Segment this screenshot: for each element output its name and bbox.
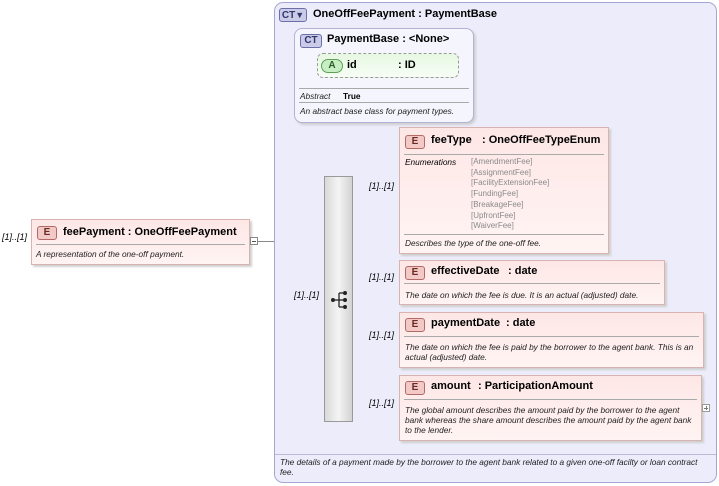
- element-badge-icon: E: [405, 135, 425, 149]
- base-type-box[interactable]: CT PaymentBase : <None> A id : ID Abstra…: [294, 28, 474, 123]
- paymentdate-type: : date: [506, 317, 536, 329]
- element-amount[interactable]: E amount : ParticipationAmount The globa…: [399, 375, 702, 441]
- base-type-documentation: An abstract base class for payment types…: [300, 106, 455, 116]
- paymentdate-cardinality: [1]..[1]: [369, 330, 395, 340]
- element-effectivedate[interactable]: E effectiveDate : date The date on which…: [399, 260, 665, 305]
- amount-cardinality: [1]..[1]: [369, 398, 395, 408]
- base-type-badge-icon: CT: [300, 34, 322, 48]
- root-element-title: feePayment : OneOffFeePayment: [63, 226, 237, 238]
- feetype-name: feeType: [431, 134, 472, 146]
- element-paymentdate[interactable]: E paymentDate : date The date on which t…: [399, 312, 704, 368]
- element-badge-icon: E: [405, 318, 425, 332]
- collapse-toggle[interactable]: [250, 237, 258, 245]
- amount-name: amount: [431, 380, 471, 392]
- enumeration-list: [AmendmentFee] [AssignmentFee] [Facility…: [471, 157, 549, 232]
- root-element-box[interactable]: E feePayment : OneOffFeePayment A repres…: [31, 219, 250, 265]
- paymentdate-name: paymentDate: [431, 317, 501, 329]
- root-element-documentation: A representation of the one-off payment.: [36, 249, 185, 259]
- paymentdate-documentation: The date on which the fee is paid by the…: [405, 342, 694, 362]
- enum-item: [FacilityExtensionFee]: [471, 178, 550, 188]
- enumerations-label: Enumerations: [405, 157, 457, 167]
- enum-item: [AssignmentFee]: [471, 167, 532, 177]
- sequence-compositor[interactable]: [324, 176, 353, 422]
- feetype-documentation: Describes the type of the one-off fee.: [405, 238, 542, 248]
- effectivedate-documentation: The date on which the fee is due. It is …: [405, 290, 639, 300]
- enum-item: [WaiverFee]: [471, 221, 514, 231]
- attribute-name: id: [347, 59, 357, 71]
- enum-item: [BreakageFee]: [471, 199, 524, 209]
- feetype-cardinality: [1]..[1]: [369, 181, 395, 191]
- effectivedate-name: effectiveDate: [431, 265, 500, 277]
- amount-documentation: The global amount describes the amount p…: [405, 405, 692, 435]
- root-connector: [258, 241, 284, 242]
- expand-toggle[interactable]: [702, 404, 710, 412]
- element-feetype[interactable]: E feeType : OneOffFeeTypeEnum Enumeratio…: [399, 127, 609, 254]
- attribute-badge-icon: A: [321, 59, 343, 73]
- element-badge-icon: E: [405, 381, 425, 395]
- attribute-id[interactable]: A id : ID: [317, 53, 459, 78]
- effectivedate-type: : date: [508, 265, 538, 277]
- enum-item: [AmendmentFee]: [471, 157, 533, 166]
- element-badge-icon: E: [37, 226, 57, 240]
- sequence-icon: [331, 291, 347, 309]
- abstract-value: True: [343, 91, 361, 101]
- sequence-cardinality: [1]..[1]: [294, 290, 320, 300]
- abstract-label: Abstract: [300, 91, 331, 101]
- element-badge-icon: E: [405, 266, 425, 280]
- complex-type-documentation: The details of a payment made by the bor…: [280, 457, 698, 477]
- enum-item: [FundingFee]: [471, 189, 519, 199]
- root-cardinality: [1]..[1]: [2, 232, 28, 242]
- base-type-title: PaymentBase : <None>: [327, 33, 450, 45]
- complex-type-title: OneOffFeePayment : PaymentBase: [313, 8, 498, 20]
- complex-type-badge-icon: CT▼: [279, 8, 307, 22]
- amount-type: : ParticipationAmount: [478, 380, 593, 392]
- effectivedate-cardinality: [1]..[1]: [369, 272, 395, 282]
- feetype-type: : OneOffFeeTypeEnum: [482, 134, 601, 146]
- attribute-type: : ID: [398, 59, 416, 71]
- enum-item: [UpfrontFee]: [471, 210, 516, 220]
